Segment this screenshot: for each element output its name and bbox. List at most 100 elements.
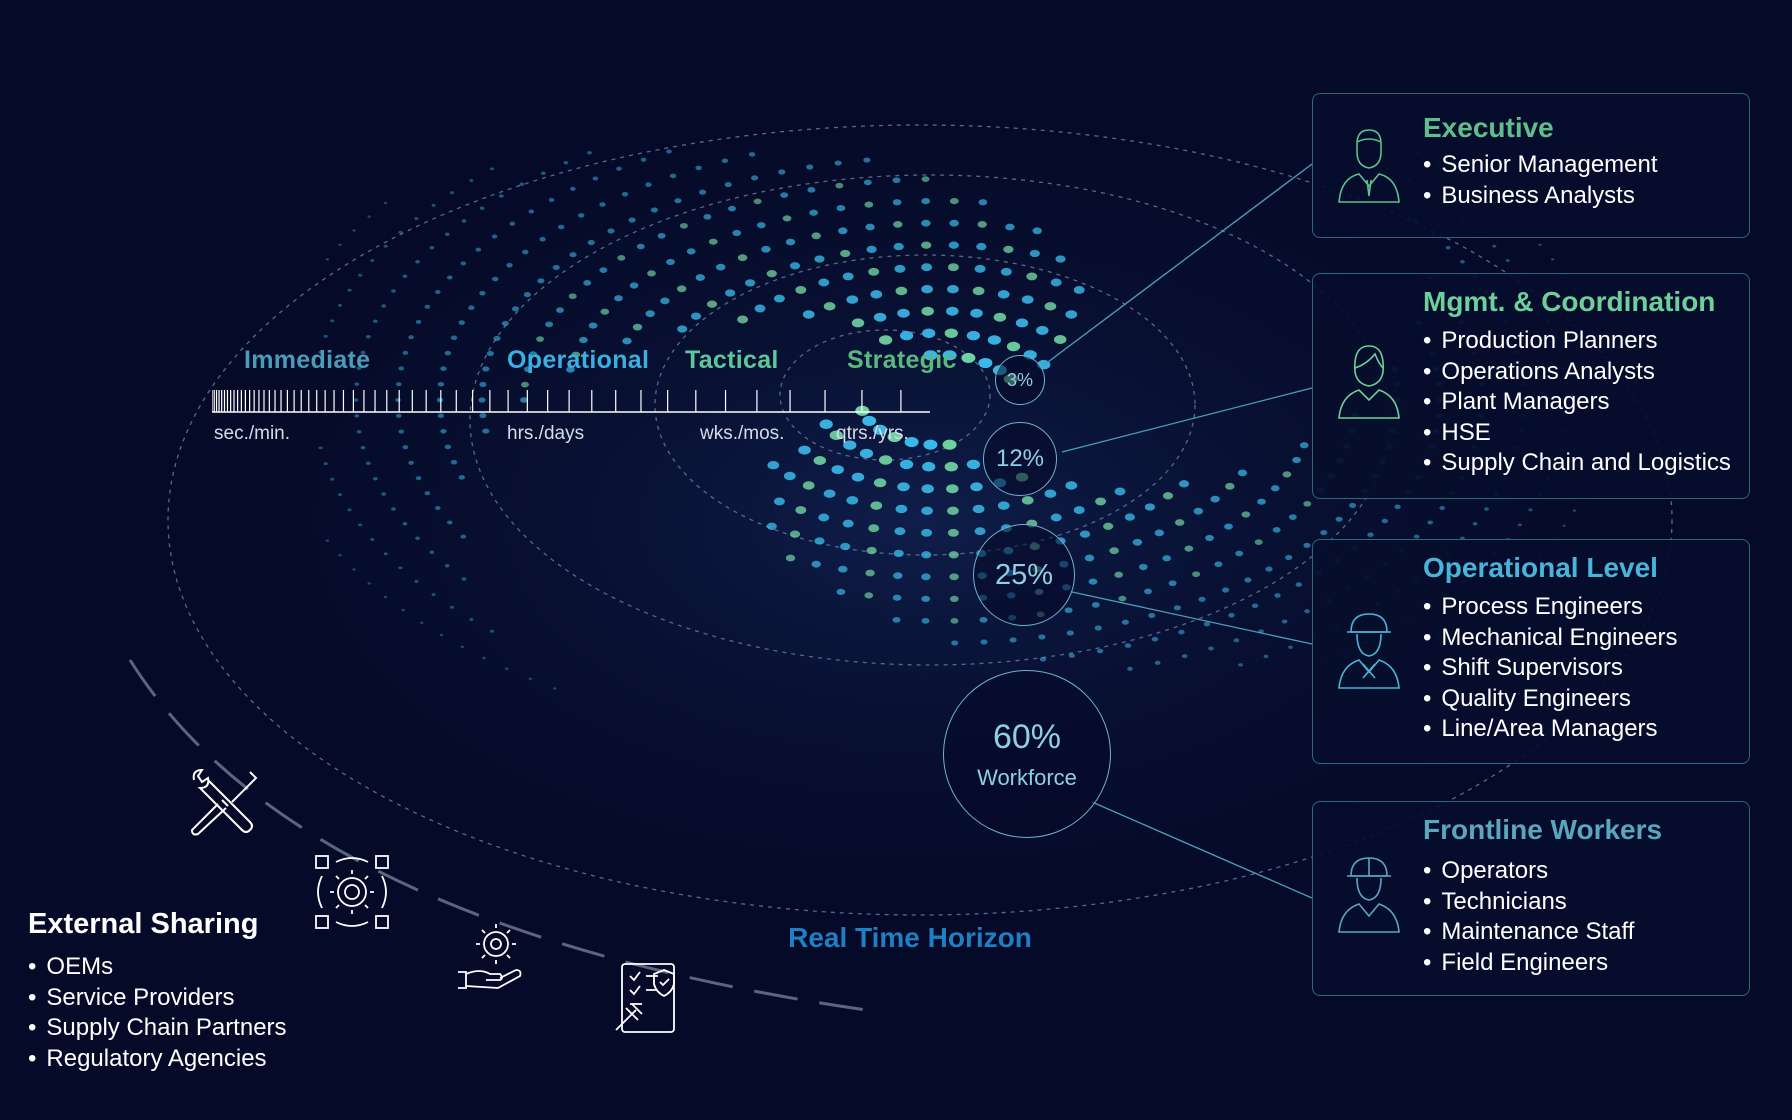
spiral-dot: [699, 189, 707, 195]
spiral-dot: [1109, 547, 1119, 555]
spiral-dot: [440, 429, 447, 434]
spiral-dot: [398, 230, 403, 234]
spiral-dot: [814, 537, 825, 545]
spiral-dot: [347, 288, 352, 292]
spiral-dot: [950, 618, 959, 624]
spiral-dot: [367, 582, 371, 585]
spiral-dot: [947, 284, 959, 294]
spiral-dot: [614, 295, 623, 302]
spiral-dot: [414, 579, 419, 583]
spiral-dot: [1241, 511, 1251, 518]
spiral-dot: [974, 264, 986, 273]
spiral-dot: [616, 166, 622, 171]
panel-title: Frontline Workers: [1423, 814, 1663, 845]
panel-title: Operational Level: [1423, 552, 1658, 583]
spiral-dot: [383, 552, 388, 556]
spiral-dot: [521, 381, 529, 388]
spiral-dot: [1178, 629, 1185, 635]
spiral-dot: [737, 254, 748, 262]
spiral-dot: [571, 351, 581, 358]
spiral-dot: [1114, 487, 1126, 496]
spiral-dot: [761, 245, 771, 253]
spiral-dot: [922, 461, 936, 472]
spiral-dot: [1459, 260, 1465, 264]
spiral-dot: [1225, 482, 1235, 490]
panel-executive: Executive Senior Management Business Ana…: [1312, 93, 1750, 238]
spiral-dot: [1274, 593, 1281, 598]
spiral-dot: [461, 577, 467, 581]
spiral-dot: [528, 209, 535, 214]
spiral-dot: [1427, 520, 1434, 525]
spiral-dot: [921, 551, 932, 559]
panel-frontline-workers: Frontline Workers Operators Technicians …: [1312, 801, 1750, 996]
spiral-dot: [1173, 605, 1181, 611]
spiral-dot: [458, 320, 465, 325]
spiral-dot: [836, 588, 846, 596]
spiral-dot: [921, 484, 934, 494]
spiral-dot: [942, 439, 957, 450]
spiral-dot: [1073, 285, 1085, 294]
spiral-dot: [583, 280, 592, 286]
spiral-dot: [401, 608, 405, 612]
spiral-dot: [458, 475, 465, 480]
list-item: Line/Area Managers: [1423, 714, 1678, 745]
spiral-dot: [520, 397, 528, 403]
spiral-dot: [1265, 566, 1273, 572]
spiral-dot: [1084, 554, 1095, 562]
spiral-dot: [1044, 302, 1057, 311]
spiral-dot: [436, 397, 444, 403]
spiral-dot: [1222, 587, 1230, 593]
spiral-dot: [695, 165, 702, 171]
spiral-dot: [818, 278, 830, 287]
spiral-dot: [449, 605, 454, 609]
spiral-dot: [851, 318, 865, 328]
spiral-dot: [365, 461, 371, 465]
spiral-dot: [482, 656, 486, 660]
spiral-dot: [1044, 489, 1057, 498]
spiral-dot: [846, 295, 859, 304]
panel-operational-level: Operational Level Process Engineers Mech…: [1312, 539, 1750, 764]
spiral-dot: [864, 592, 874, 599]
spiral-dot: [669, 173, 677, 179]
list-item: Quality Engineers: [1423, 684, 1678, 715]
spiral-dot: [893, 572, 903, 579]
spiral-dot: [1162, 492, 1174, 500]
hardhat-worker-icon: [1338, 857, 1400, 933]
spiral-dot: [921, 506, 933, 516]
spiral-dot: [1036, 325, 1049, 335]
list-item: Regulatory Agencies: [28, 1044, 287, 1075]
spiral-dot: [352, 229, 356, 232]
spiral-dot: [645, 182, 652, 187]
spiral-dot: [921, 618, 930, 624]
spiral-dot: [677, 325, 688, 333]
spiral-dot: [948, 241, 959, 249]
spiral-dot: [522, 249, 529, 255]
spiral-dot: [553, 687, 557, 690]
spiral-dot: [1272, 527, 1281, 533]
spiral-dot: [789, 530, 801, 538]
percent-value: 60%: [992, 717, 1062, 756]
spiral-dot: [469, 179, 474, 182]
spiral-dot: [966, 330, 981, 341]
spiral-dot: [895, 286, 908, 296]
spiral-dot: [424, 491, 431, 496]
spiral-dot: [460, 645, 464, 649]
spiral-dot: [383, 201, 388, 205]
spiral-dot: [354, 414, 360, 418]
spiral-dot: [381, 492, 387, 496]
spiral-dot: [838, 565, 848, 573]
spiral-dot: [398, 566, 403, 570]
percent-value: 25%: [994, 558, 1054, 591]
spiral-dot: [647, 270, 656, 277]
spiral-dot: [993, 312, 1007, 322]
spiral-dot: [587, 239, 595, 246]
spiral-dot: [1192, 571, 1201, 578]
spiral-dot: [587, 151, 592, 155]
spiral-dot: [807, 186, 816, 193]
spiral-dot: [568, 293, 577, 300]
spiral-dot: [1021, 295, 1034, 304]
spiral-dot: [1292, 456, 1301, 464]
external-sharing-list: OEMs Service Providers Supply Chain Part…: [28, 952, 287, 1075]
spiral-dot: [846, 496, 859, 505]
spiral-dot: [325, 258, 329, 261]
